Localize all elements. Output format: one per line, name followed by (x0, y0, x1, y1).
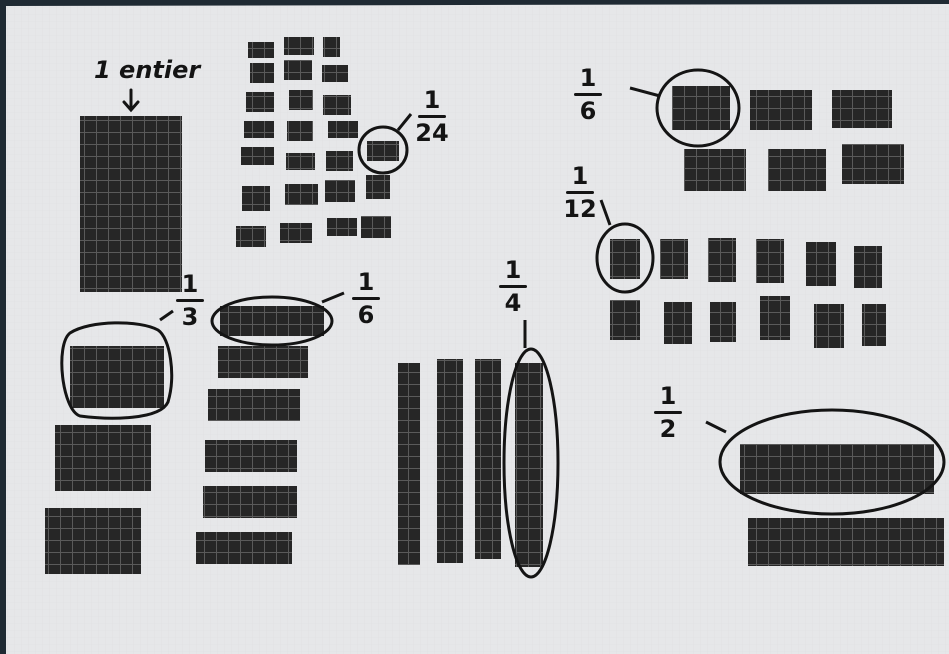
whole-label: 1 entier (94, 58, 200, 82)
whole-bar (80, 116, 182, 292)
